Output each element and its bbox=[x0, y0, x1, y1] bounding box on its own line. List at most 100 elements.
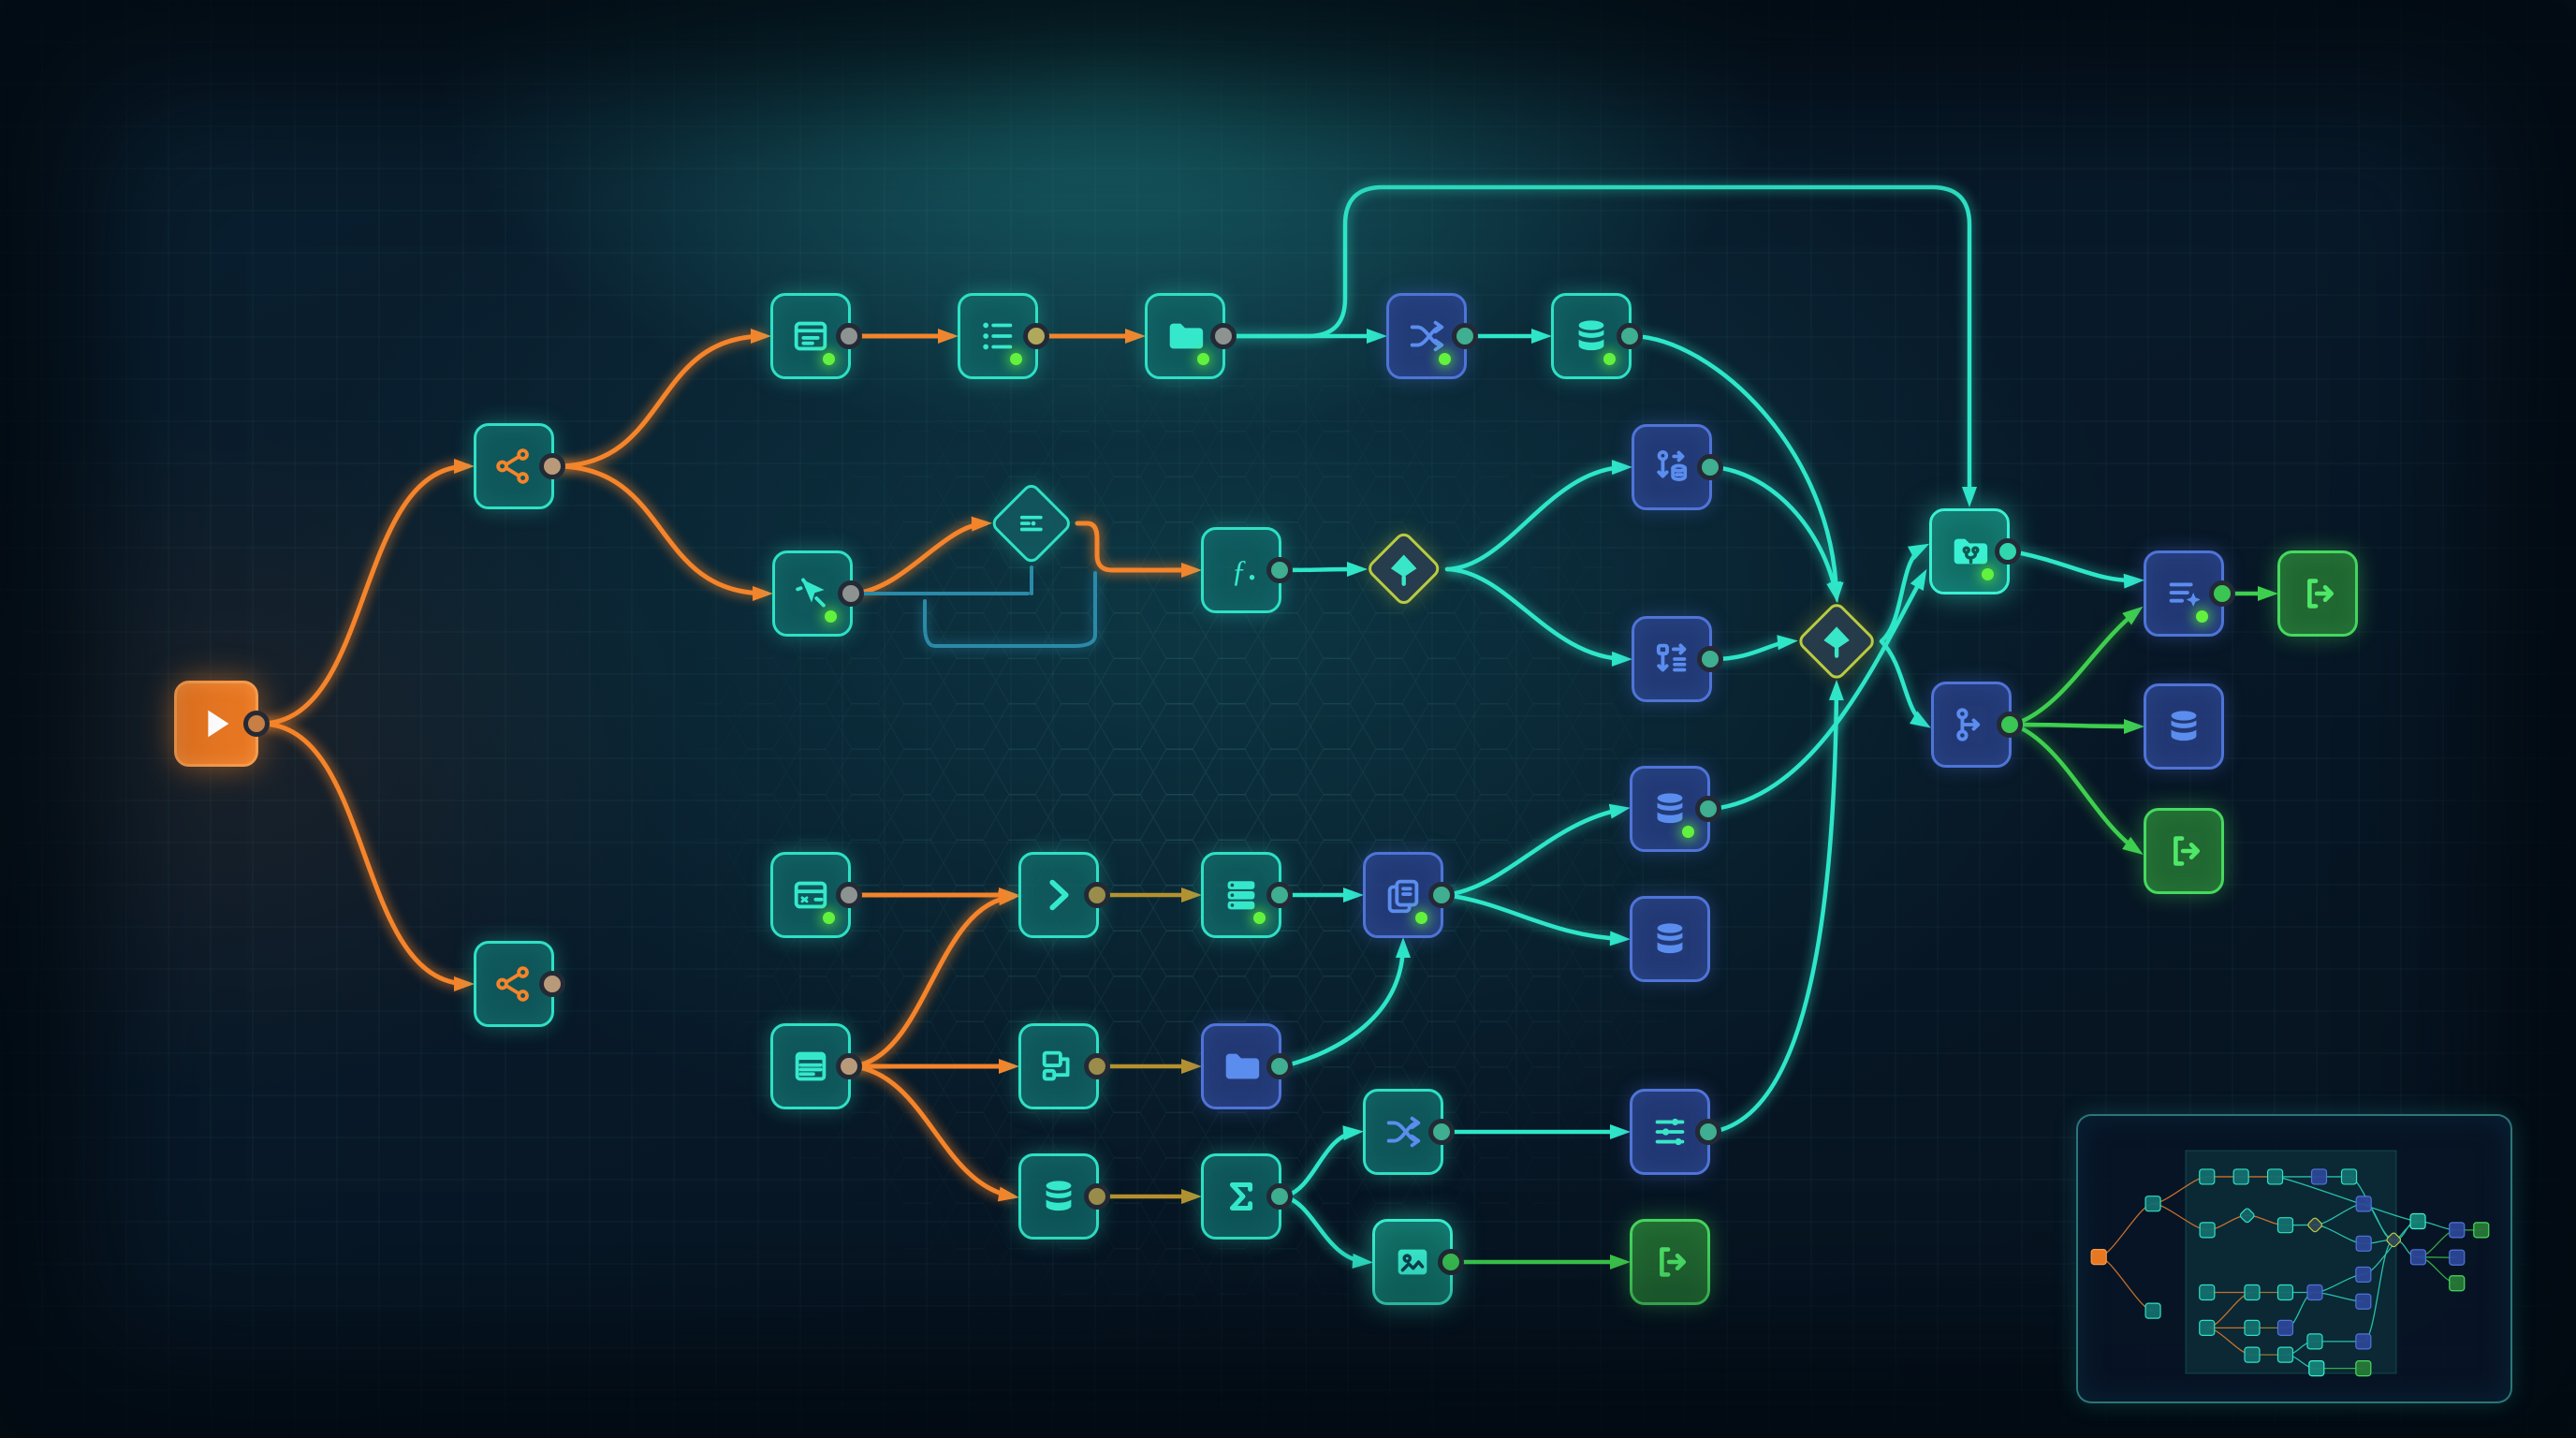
edge-start-split1[interactable] bbox=[257, 459, 475, 726]
output-port[interactable] bbox=[836, 323, 862, 349]
edge-split1-pointer[interactable] bbox=[553, 463, 773, 601]
output-port[interactable] bbox=[1266, 882, 1293, 908]
output-port[interactable] bbox=[1023, 323, 1049, 349]
edge-dbteal-merge[interactable] bbox=[1631, 333, 1844, 603]
database-bottom-node[interactable] bbox=[1018, 1153, 1110, 1240]
folder-icon bbox=[1220, 1045, 1263, 1088]
output-port[interactable] bbox=[838, 580, 864, 607]
edge-fn-decision[interactable] bbox=[1281, 562, 1368, 578]
merge-diamond[interactable] bbox=[1795, 600, 1878, 682]
database-stage-a-node[interactable] bbox=[1630, 766, 1721, 852]
edge-filecopy-dbmid[interactable] bbox=[1442, 892, 1631, 946]
export-bottom-node[interactable] bbox=[1630, 1219, 1710, 1305]
edge-cond-fn[interactable] bbox=[1075, 521, 1202, 578]
list-append-node[interactable] bbox=[2144, 550, 2235, 637]
diamond-glyph-icon bbox=[1383, 549, 1425, 590]
edge-folderblue-filecopy[interactable] bbox=[1281, 937, 1411, 1069]
edge-decision-sortdown[interactable] bbox=[1444, 566, 1632, 667]
archive-folder-node[interactable] bbox=[1929, 508, 2021, 594]
edge-sortup-merge[interactable] bbox=[1711, 464, 1841, 603]
database-output-node[interactable] bbox=[2144, 683, 2224, 770]
server-list-node[interactable] bbox=[1201, 852, 1293, 938]
output-port[interactable] bbox=[1997, 712, 2023, 738]
function-node[interactable]: ƒ bbox=[1201, 527, 1293, 613]
database-stage-b-node[interactable] bbox=[1630, 896, 1710, 982]
edge-serverconfig-merge[interactable] bbox=[1709, 680, 1844, 1135]
output-port[interactable] bbox=[539, 971, 565, 997]
card-source-node[interactable] bbox=[770, 852, 862, 938]
folder-store-node[interactable] bbox=[1201, 1023, 1293, 1109]
output-port[interactable] bbox=[539, 453, 565, 479]
output-port[interactable] bbox=[1697, 646, 1723, 672]
output-port[interactable] bbox=[1428, 882, 1455, 908]
edge-branch-listadd[interactable] bbox=[2011, 606, 2144, 727]
export-final-node[interactable] bbox=[2277, 550, 2358, 637]
output-port[interactable] bbox=[1428, 1119, 1455, 1145]
output-port[interactable] bbox=[1995, 538, 2021, 565]
edge-sigma-shuffle[interactable] bbox=[1281, 1125, 1364, 1199]
output-port[interactable] bbox=[1438, 1249, 1464, 1275]
flow-layout-node[interactable] bbox=[1018, 1023, 1110, 1109]
output-port[interactable] bbox=[1266, 557, 1293, 583]
minimap[interactable] bbox=[2076, 1114, 2512, 1403]
database-top-node[interactable] bbox=[1551, 293, 1643, 379]
sigma-aggregate-node[interactable] bbox=[1201, 1153, 1293, 1240]
pin-to-db-node[interactable] bbox=[1632, 424, 1723, 510]
cursor-action-node[interactable] bbox=[772, 550, 864, 637]
image-transform-node[interactable] bbox=[1372, 1219, 1464, 1305]
chevron-step-node[interactable] bbox=[1018, 852, 1110, 938]
output-port[interactable] bbox=[1266, 1183, 1293, 1210]
condition-diamond[interactable] bbox=[988, 480, 1074, 565]
output-port[interactable] bbox=[2209, 580, 2235, 607]
output-port[interactable] bbox=[1452, 323, 1478, 349]
folder-fork-icon bbox=[1948, 530, 1991, 573]
edge-loop-back-2[interactable] bbox=[923, 571, 1097, 648]
edge-branch-exportmid[interactable] bbox=[2011, 722, 2144, 855]
edge-filecopy-dbtop[interactable] bbox=[1442, 803, 1631, 898]
edge-news-chevron[interactable] bbox=[850, 890, 1019, 1069]
output-port[interactable] bbox=[1695, 796, 1721, 822]
browser-source-node[interactable] bbox=[770, 293, 862, 379]
edge-split1-doc[interactable] bbox=[553, 329, 771, 469]
output-port[interactable] bbox=[836, 882, 862, 908]
diamond-glyph-icon bbox=[1816, 621, 1857, 662]
edge-file-listadd[interactable] bbox=[2009, 549, 2144, 589]
output-port[interactable] bbox=[1697, 454, 1723, 480]
shuffle-transform-node[interactable] bbox=[1386, 293, 1478, 379]
edge-merge-branch[interactable] bbox=[1879, 638, 1931, 728]
output-port[interactable] bbox=[836, 1053, 862, 1079]
decision-diamond[interactable] bbox=[1364, 529, 1443, 609]
edge-sortdown-merge[interactable] bbox=[1711, 635, 1798, 662]
list-node[interactable] bbox=[958, 293, 1049, 379]
edge-sigma-image[interactable] bbox=[1281, 1194, 1373, 1269]
output-port[interactable] bbox=[1210, 323, 1237, 349]
server-config-node[interactable] bbox=[1630, 1089, 1721, 1175]
output-port[interactable] bbox=[1084, 1183, 1110, 1210]
table-source-node[interactable] bbox=[770, 1023, 862, 1109]
output-port[interactable] bbox=[243, 711, 270, 737]
edge-folder-bypass-file[interactable] bbox=[1227, 184, 1977, 507]
file-copy-node[interactable] bbox=[1363, 852, 1455, 938]
box-to-list-node[interactable] bbox=[1632, 616, 1723, 702]
branch-split-bottom-node[interactable] bbox=[474, 941, 565, 1027]
sigma-icon bbox=[1220, 1175, 1263, 1218]
output-port[interactable] bbox=[1695, 1119, 1721, 1145]
folder-node[interactable] bbox=[1145, 293, 1237, 379]
edge-branch-dbright[interactable] bbox=[2011, 718, 2144, 734]
edge-start-split2[interactable] bbox=[257, 721, 475, 991]
git-branch-node[interactable] bbox=[1931, 682, 2023, 768]
edge-decision-sortup[interactable] bbox=[1444, 460, 1632, 572]
export-mid-node[interactable] bbox=[2144, 808, 2224, 894]
status-dot bbox=[825, 610, 837, 623]
output-port[interactable] bbox=[1084, 882, 1110, 908]
flow-icon bbox=[1037, 1045, 1080, 1088]
start-node[interactable] bbox=[174, 681, 270, 767]
shuffle-bottom-node[interactable] bbox=[1363, 1089, 1455, 1175]
output-port[interactable] bbox=[1266, 1053, 1293, 1079]
branch-split-top-node[interactable] bbox=[474, 423, 565, 509]
edge-dbbluetop-file[interactable] bbox=[1709, 568, 1927, 812]
output-port[interactable] bbox=[1617, 323, 1643, 349]
output-port[interactable] bbox=[1084, 1053, 1110, 1079]
edge-news-dbbottom[interactable] bbox=[850, 1064, 1019, 1202]
